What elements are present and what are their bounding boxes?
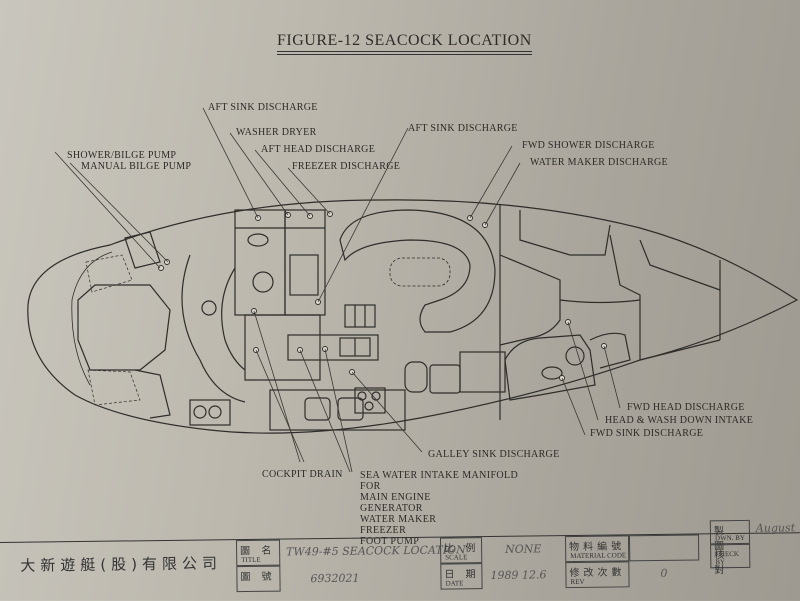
manifold-item: FREEZER xyxy=(360,525,407,536)
label-cockpit-drain: COCKPIT DRAIN xyxy=(262,469,343,480)
manifold-item: FOOT PUMP xyxy=(360,536,420,547)
drawing-no-value: 6932021 xyxy=(310,571,360,586)
hull-outline xyxy=(27,199,799,434)
manifold-callout: SEA WATER INTAKE MANIFOLD FOR MAIN ENGIN… xyxy=(360,470,518,547)
material-code-label: 物料編號 MATERIAL CODE xyxy=(564,535,630,563)
label-fwd-shower-discharge: FWD SHOWER DISCHARGE xyxy=(522,140,655,151)
date-value: 1989 12.6 xyxy=(490,568,547,583)
manifold-item: MAIN ENGINE xyxy=(360,492,431,503)
manifold-item: GENERATOR xyxy=(360,503,423,514)
scale-label: 比 例 SCALE xyxy=(439,537,483,564)
rev-label: 修改次數 REV xyxy=(565,561,630,589)
label-aft-sink-discharge-2: AFT SINK DISCHARGE xyxy=(408,123,518,134)
rev-value: 0 xyxy=(660,566,668,580)
figure-title: FIGURE-12 SEACOCK LOCATION xyxy=(277,32,532,55)
label-shower-bilge-pump: SHOWER/BILGE PUMP xyxy=(67,150,177,161)
label-galley-sink-discharge: GALLEY SINK DISCHARGE xyxy=(428,449,560,460)
manifold-item: WATER MAKER xyxy=(360,514,437,525)
label-fwd-head-discharge: FWD HEAD DISCHARGE xyxy=(627,402,745,413)
drawing-no-label: 圖 號 xyxy=(236,565,281,593)
company-name: 大新遊艇(股)有限公司 xyxy=(20,554,223,575)
drawing-name-label: 圖 名 TITLE xyxy=(235,539,281,567)
date-label: 日 期 DATE xyxy=(440,563,483,590)
seacock-markers xyxy=(158,211,607,381)
label-water-maker-discharge: WATER MAKER DISCHARGE xyxy=(530,157,668,168)
check-by-label: 核 對 CHECK BY xyxy=(710,543,751,576)
drawn-by-value: August xyxy=(755,521,796,535)
manifold-heading: SEA WATER INTAKE MANIFOLD xyxy=(360,470,519,481)
material-code-value xyxy=(628,534,700,562)
label-fwd-sink-discharge: FWD SINK DISCHARGE xyxy=(590,428,704,439)
drawn-by-label: 製 圖 DWN. BY xyxy=(709,519,751,552)
label-freezer-discharge: FREEZER DISCHARGE xyxy=(292,161,401,172)
label-aft-head-discharge: AFT HEAD DISCHARGE xyxy=(261,144,376,155)
manifold-item: FOR xyxy=(360,481,381,492)
label-aft-sink-discharge: AFT SINK DISCHARGE xyxy=(208,102,318,113)
leader-lines xyxy=(54,107,621,473)
label-washer-dryer: WASHER DRYER xyxy=(236,127,317,138)
title-block: 大新遊艇(股)有限公司 圖 名 TITLE TW49-#5 SEACOCK LO… xyxy=(0,519,800,601)
drawing-name-value: TW49-#5 SEACOCK LOCATION xyxy=(286,543,466,559)
label-manual-bilge-pump: MANUAL BILGE PUMP xyxy=(81,161,192,172)
scale-value: NONE xyxy=(505,542,542,556)
label-head-wash-down-intake: HEAD & WASH DOWN INTAKE xyxy=(605,415,754,426)
